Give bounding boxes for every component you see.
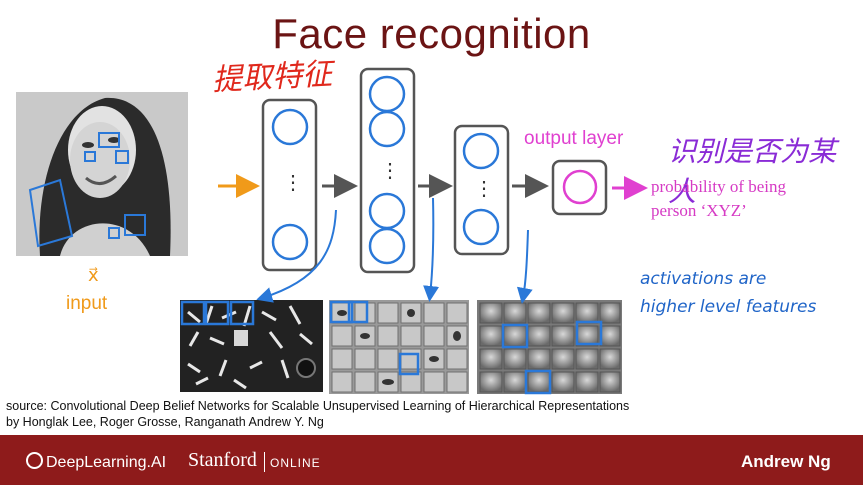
activations-annotation-line2: higher level features [640, 297, 817, 317]
source-line2: by Honglak Lee, Roger Grosse, Ranganath … [6, 415, 324, 429]
neuron [368, 227, 406, 265]
author-name: Andrew Ng [741, 452, 831, 471]
neuron [271, 108, 309, 146]
feature-arrow-3 [516, 229, 533, 304]
stanford-online-text: ONLINE [270, 456, 321, 470]
feature-arrow-1 [256, 209, 337, 303]
layer3-ellipsis: ⋮ [474, 178, 494, 200]
hidden-layer-3 [453, 124, 510, 256]
activations-annotation-line1: activations are [640, 269, 767, 289]
deeplearning-logo-icon [26, 452, 43, 469]
feature-panel-parts [329, 300, 469, 394]
source-citation: source: Convolutional Deep Belief Networ… [6, 398, 629, 430]
slide-title: Face recognition [272, 10, 591, 57]
activations-annotation: activations are higher level features [640, 265, 816, 321]
input-face-photo [16, 92, 188, 256]
output-layer [551, 159, 608, 216]
neuron [368, 75, 406, 113]
hidden-layer-2 [359, 67, 416, 274]
output-description-line2: person ‘XYZ’ [651, 201, 747, 220]
output-neuron [562, 169, 598, 205]
deeplearning-ai-logo: DeepLearning.AI [26, 452, 166, 472]
deeplearning-brand-text: DeepLearning.AI [46, 454, 167, 471]
network-diagram [16, 67, 648, 395]
input-vector-symbol: x⃗ [88, 265, 99, 285]
neuron [368, 110, 406, 148]
neuron [462, 208, 500, 246]
layer1-ellipsis: ⋮ [283, 172, 303, 194]
output-description-line1: probability of being [651, 177, 787, 196]
neuron [271, 223, 309, 261]
source-line1: source: Convolutional Deep Belief Networ… [6, 399, 630, 413]
feature-panel-edges [180, 300, 323, 392]
input-label: input [66, 293, 108, 314]
stanford-logo-text: Stanford [188, 449, 257, 471]
hidden-layer-1 [261, 98, 318, 272]
output-description: probability of being person ‘XYZ’ [651, 175, 786, 223]
face-annotation-boxes [28, 132, 146, 248]
feature-arrow-2 [423, 197, 440, 302]
neuron [368, 192, 406, 230]
footer-divider [264, 452, 265, 472]
footer-bar [0, 435, 863, 485]
feature-panel-faces [477, 300, 622, 395]
output-layer-label: output layer [524, 128, 624, 149]
handwritten-annotation-identify-person: 识别是否为某人 [668, 135, 837, 208]
neuron [462, 132, 500, 170]
layer2-ellipsis: ⋮ [380, 160, 400, 182]
